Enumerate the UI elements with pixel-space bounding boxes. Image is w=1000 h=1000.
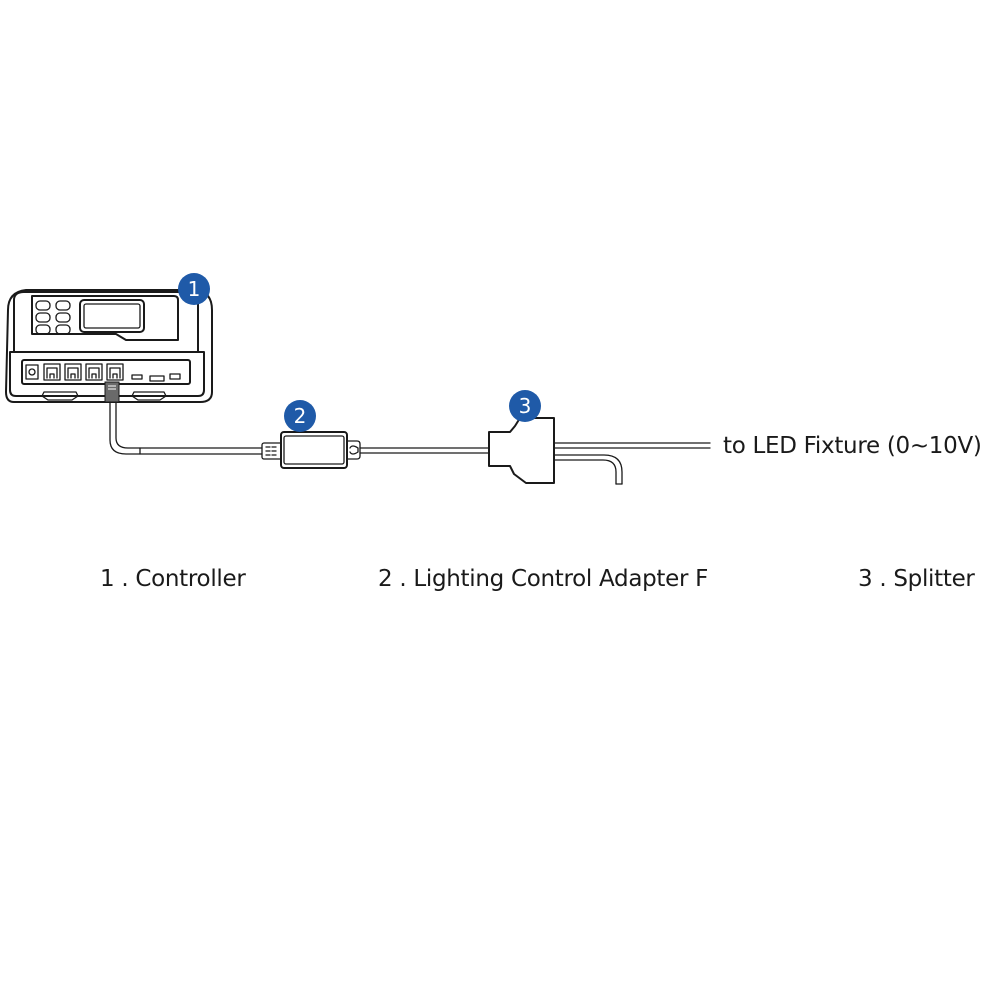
cable-to-led-fixture <box>553 442 711 485</box>
legend-controller: 1 . Controller <box>100 566 246 592</box>
badge-3: 3 <box>509 390 541 422</box>
controller-keypad <box>35 300 71 335</box>
splitter <box>488 417 555 484</box>
badge-1-number: 1 <box>188 277 201 301</box>
rj-plug <box>104 381 120 403</box>
controller-device <box>5 289 213 403</box>
badge-2: 2 <box>284 400 316 432</box>
badge-1: 1 <box>178 273 210 305</box>
led-fixture-label: to LED Fixture (0~10V) <box>723 433 982 459</box>
controller-ports <box>25 363 181 382</box>
cable-adapter-to-splitter <box>359 447 490 454</box>
badge-3-number: 3 <box>519 394 532 418</box>
lighting-control-adapter <box>261 431 361 469</box>
legend-splitter: 3 . Splitter <box>858 566 975 592</box>
cable-controller-to-adapter <box>109 401 263 455</box>
legend-lighting-control-adapter: 2 . Lighting Control Adapter F <box>378 566 709 592</box>
badge-2-number: 2 <box>294 404 307 428</box>
